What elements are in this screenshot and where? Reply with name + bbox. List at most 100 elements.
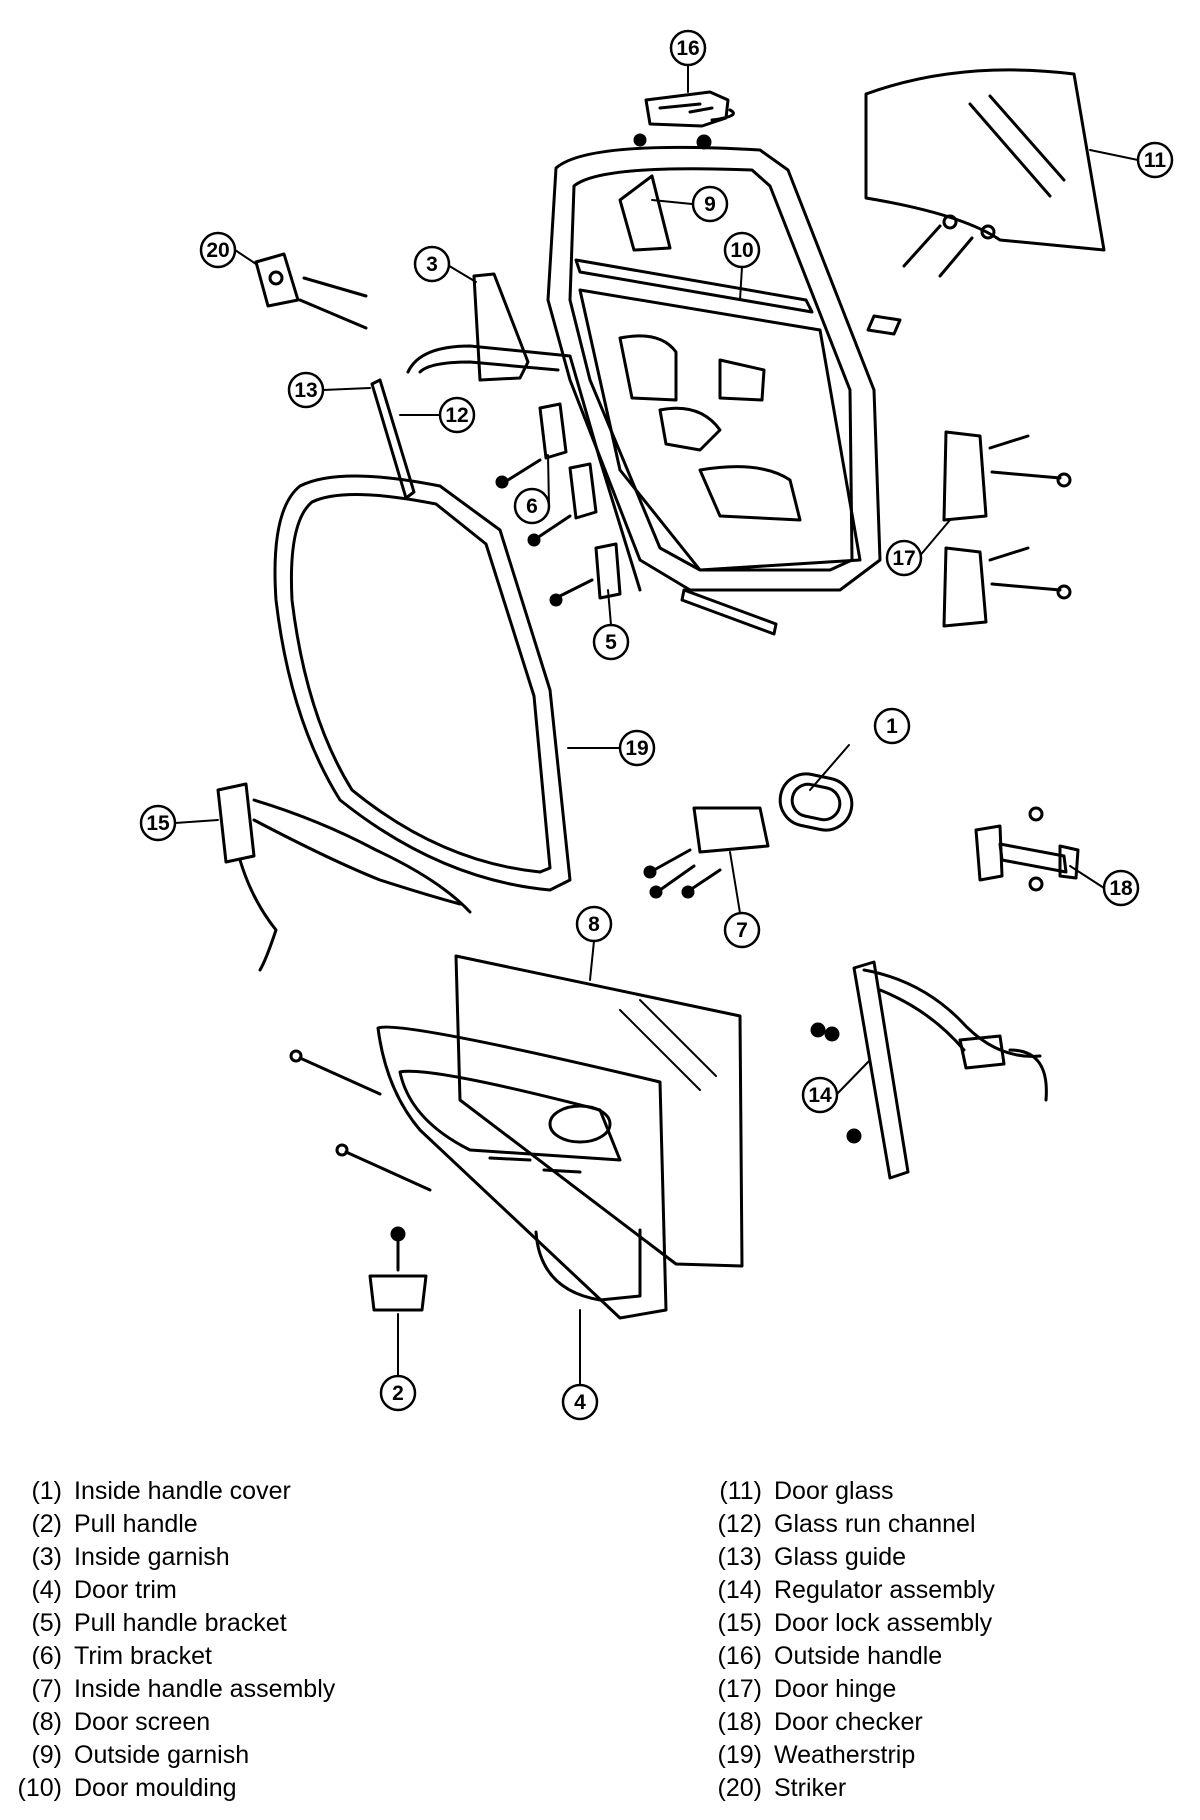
legend-item-1: (1) Inside handle cover (0, 1476, 291, 1506)
pull-handle-bracket-part (549, 542, 622, 607)
legend-text: Outside handle (774, 1642, 943, 1670)
glass-run-channel-part (406, 344, 642, 592)
legend-num: (14) (717, 1576, 762, 1604)
legend-text: Inside handle cover (74, 1477, 291, 1505)
callout-10: 10 (723, 231, 761, 269)
legend-item-17: (17) Door hinge (700, 1674, 897, 1704)
exploded-door-diagram: 1 2 3 4 5 6 7 8 (139, 29, 1174, 1421)
legend-item-5: (5)Pull handle bracket (0, 1608, 286, 1638)
legend-item-4: (4) Door trim (0, 1575, 177, 1605)
legend-text: Door screen (74, 1708, 211, 1736)
legend-item-6: (6) Trim bracket (0, 1641, 212, 1671)
legend-num: (6) (31, 1642, 62, 1670)
legend-text: Door trim (74, 1576, 177, 1604)
svg-text:18: 18 (1109, 877, 1133, 900)
legend-num: (2) (31, 1510, 62, 1538)
legend-num: (11) (719, 1477, 762, 1505)
callout-9: 9 (691, 185, 729, 223)
regulator-assembly-part (810, 960, 1048, 1180)
legend-num: (16) (717, 1642, 762, 1670)
legend-item-18: (18)Door checker (700, 1707, 923, 1737)
legend-num: (19) (717, 1741, 762, 1769)
callout-2: 2 (379, 1374, 417, 1412)
legend-item-11: (11) Door glass (700, 1476, 894, 1506)
svg-text:5: 5 (605, 631, 617, 654)
legend-item-12: (12) Glass run channel (700, 1509, 976, 1539)
legend-text: Door hinge (774, 1675, 897, 1703)
svg-text:6: 6 (526, 495, 538, 518)
trim-bracket-part (495, 402, 598, 547)
legend-num: (1) (31, 1477, 62, 1505)
legend-num: (17) (717, 1675, 762, 1703)
svg-text:14: 14 (808, 1084, 832, 1107)
callout-13: 13 (287, 371, 325, 409)
svg-text:9: 9 (704, 193, 716, 216)
svg-text:15: 15 (146, 812, 170, 835)
legend-item-19: (19)Weatherstrip (700, 1740, 916, 1770)
callout-3: 3 (413, 245, 451, 283)
leader-lines (174, 64, 1139, 1403)
legend-item-14: (14) Regulator assembly (700, 1575, 995, 1605)
legend-num: (20) (717, 1774, 762, 1802)
svg-text:16: 16 (676, 37, 699, 60)
legend-text: Inside garnish (74, 1543, 230, 1571)
legend-num: (4) (31, 1576, 62, 1604)
callout-16: 16 (669, 29, 707, 67)
legend-item-20: (20) Striker (700, 1773, 847, 1803)
legend-text: Inside handle assembly (74, 1675, 336, 1703)
legend-num: (8) (31, 1708, 62, 1736)
svg-text:17: 17 (892, 547, 915, 570)
callout-1: 1 (873, 707, 911, 745)
svg-text:1: 1 (886, 715, 898, 738)
callout-17: 17 (885, 539, 923, 577)
callout-12: 12 (438, 396, 476, 434)
legend-text: Trim bracket (74, 1642, 212, 1670)
striker-part (254, 252, 368, 330)
callout-20: 20 (199, 231, 237, 269)
callout-6: 6 (513, 487, 551, 525)
svg-text:2: 2 (392, 1382, 404, 1405)
svg-text:3: 3 (426, 253, 438, 276)
legend-text: Outside garnish (74, 1741, 250, 1769)
legend-item-3: (3) Inside garnish (0, 1542, 230, 1572)
legend-item-13: (13)Glass guide (700, 1542, 907, 1572)
svg-text:4: 4 (574, 1391, 586, 1414)
weatherstrip-part (273, 474, 572, 892)
callout-15: 15 (139, 804, 177, 842)
legend-item-2: (2)Pull handle (0, 1509, 197, 1539)
door-shell-part (546, 145, 902, 636)
legend-text: Door glass (774, 1477, 894, 1505)
inside-handle-assembly-part (643, 806, 770, 899)
legend-text: Door lock assembly (774, 1609, 993, 1637)
callout-11: 11 (1136, 141, 1174, 179)
legend-text: Striker (774, 1774, 847, 1802)
glass-guide-part (370, 378, 416, 500)
callout-18: 18 (1102, 869, 1140, 907)
legend-num: (7) (31, 1675, 62, 1703)
door-checker-part (974, 806, 1080, 892)
legend-num: (9) (31, 1741, 62, 1769)
legend-num: (3) (31, 1543, 62, 1571)
svg-text:11: 11 (1144, 149, 1167, 172)
legend-item-8: (8) Door screen (0, 1707, 210, 1737)
svg-text:10: 10 (730, 239, 753, 262)
svg-text:19: 19 (625, 737, 648, 760)
legend-num: (13) (717, 1543, 762, 1571)
legend-text: Regulator assembly (774, 1576, 995, 1604)
legend-num: (18) (717, 1708, 762, 1736)
legend-item-10: (10)Door moulding (0, 1773, 237, 1803)
callouts: 1 2 3 4 5 6 7 8 (139, 29, 1174, 1421)
pull-handle-part (368, 1226, 428, 1312)
legend-num: (12) (717, 1510, 762, 1538)
legend-num: (10) (17, 1774, 62, 1802)
callout-4: 4 (561, 1383, 599, 1421)
callout-5: 5 (592, 623, 630, 661)
inside-handle-cover-part (778, 772, 854, 832)
legend-num: (15) (717, 1609, 762, 1637)
legend-text: Glass run channel (774, 1510, 976, 1538)
door-glass-part (864, 68, 1106, 278)
legend-item-15: (15) Door lock assembly (700, 1608, 993, 1638)
door-lock-assembly-part (216, 782, 472, 972)
svg-text:8: 8 (588, 913, 600, 936)
legend-item-7: (7) Inside handle assembly (0, 1674, 335, 1704)
